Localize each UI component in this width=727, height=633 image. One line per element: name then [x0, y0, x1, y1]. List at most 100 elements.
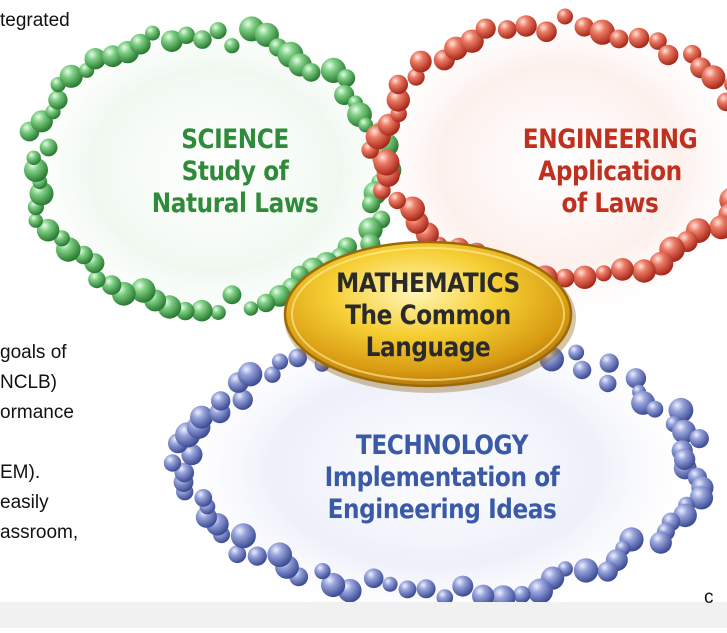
bead	[160, 30, 183, 52]
bead	[130, 278, 156, 303]
bead	[101, 275, 122, 295]
bead	[321, 572, 346, 598]
bead	[407, 68, 425, 86]
bead	[271, 353, 289, 370]
clipped-line: ormance	[0, 402, 74, 423]
bead	[689, 429, 709, 449]
bead	[709, 215, 727, 240]
bead	[362, 195, 380, 214]
bead	[646, 400, 664, 418]
clipped-text-bottom-right: c	[704, 587, 714, 608]
bead	[210, 305, 226, 320]
bead	[24, 158, 48, 182]
bead	[497, 20, 517, 39]
bead	[409, 50, 432, 73]
clipped-line: easily	[0, 492, 49, 513]
mathematics-line2: Language	[365, 332, 491, 363]
bead	[649, 32, 667, 50]
bead	[358, 217, 383, 242]
bead	[222, 285, 242, 305]
bead	[194, 489, 213, 507]
bead	[243, 301, 259, 316]
bead	[373, 149, 400, 176]
bead	[416, 579, 436, 599]
technology-title: TECHNOLOGY	[355, 430, 529, 461]
bead	[237, 362, 263, 387]
bead	[145, 25, 160, 41]
bead	[609, 29, 629, 49]
bead	[599, 374, 617, 393]
bead	[527, 578, 553, 604]
bead	[386, 88, 410, 112]
bead	[26, 150, 41, 165]
clipped-line: EM).	[0, 462, 41, 483]
technology-line1: Implementation of	[324, 462, 560, 493]
bead	[472, 584, 495, 607]
bead	[568, 344, 585, 361]
engineering-line1: Application	[538, 156, 682, 187]
bead	[628, 27, 650, 49]
bead	[589, 19, 615, 45]
bead	[689, 486, 714, 510]
bead	[228, 545, 247, 564]
bead	[193, 30, 212, 49]
clipped-line: goals of	[0, 342, 67, 363]
bead	[209, 22, 227, 40]
page-bottom-strip	[0, 602, 727, 628]
bead	[388, 191, 406, 210]
bead	[452, 575, 474, 597]
bead	[232, 389, 253, 410]
bead	[256, 293, 276, 313]
bead	[536, 21, 557, 42]
bead	[48, 90, 68, 110]
bead	[181, 444, 203, 466]
technology-line2: Engineering Ideas	[327, 494, 557, 525]
bead	[716, 92, 727, 112]
bead	[436, 589, 454, 606]
bead	[597, 561, 618, 582]
bead	[190, 405, 213, 429]
bead	[84, 48, 106, 70]
clipped-text-top-left: tegrated	[0, 10, 70, 31]
technology-glow	[165, 310, 705, 630]
mathematics-label: MATHEMATICS The Common Language	[318, 268, 538, 364]
bead	[599, 353, 619, 373]
engineering-line2: of Laws	[561, 188, 659, 219]
bead	[572, 360, 592, 380]
bead	[314, 563, 331, 580]
bead	[177, 26, 196, 44]
bead	[513, 585, 531, 604]
bead	[247, 546, 267, 566]
engineering-label: ENGINEERING Application of Laws	[498, 124, 722, 220]
bead	[163, 454, 182, 472]
clipped-line: assroom,	[0, 522, 79, 543]
bead	[701, 65, 726, 90]
bead	[460, 29, 484, 53]
bead	[632, 259, 656, 283]
bead	[515, 15, 537, 37]
bead	[382, 576, 398, 592]
bead	[288, 348, 308, 368]
bead	[224, 38, 240, 54]
bead	[28, 213, 43, 228]
bead	[59, 64, 83, 88]
science-line1: Study of	[181, 156, 289, 187]
bead	[595, 265, 612, 282]
bead	[555, 268, 575, 288]
technology-label: TECHNOLOGY Implementation of Engineering…	[304, 430, 579, 526]
bead	[649, 531, 672, 554]
bead	[400, 196, 425, 222]
bead	[658, 44, 679, 66]
bead	[574, 17, 594, 37]
bead	[611, 258, 634, 281]
bead	[475, 18, 496, 39]
science-title: SCIENCE	[181, 124, 289, 155]
bead	[363, 568, 384, 589]
bead	[39, 138, 58, 157]
clipped-line: NCLB)	[0, 372, 58, 393]
mathematics-title: MATHEMATICS	[336, 268, 520, 299]
bead	[191, 299, 213, 322]
bead	[264, 366, 281, 383]
